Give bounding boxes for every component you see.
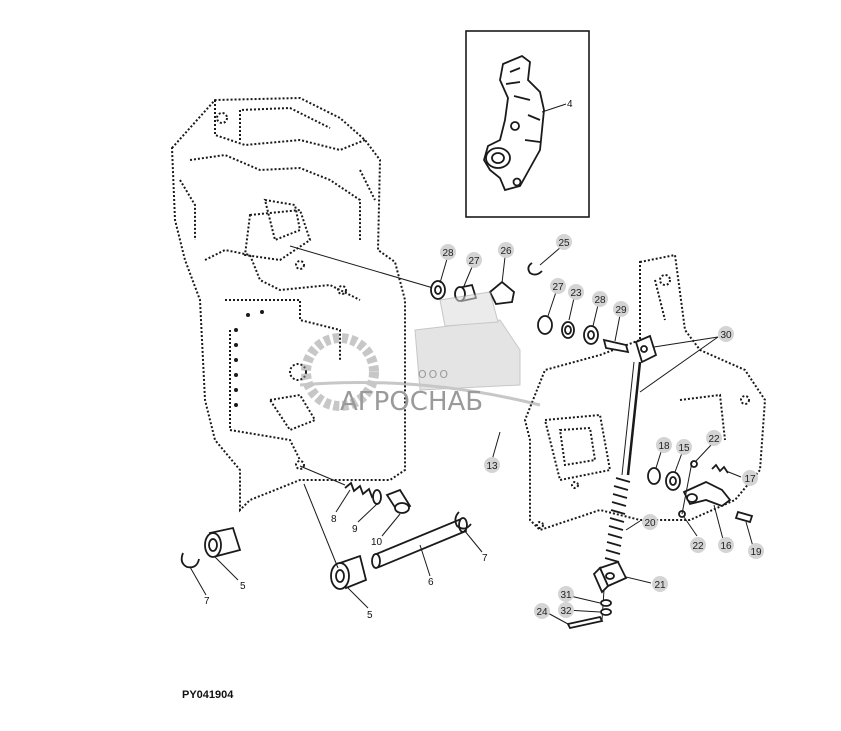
transmission-housing bbox=[170, 96, 406, 513]
callout-27a: 27 bbox=[466, 252, 482, 268]
svg-text:32: 32 bbox=[560, 606, 572, 617]
housing-to-shaft-line bbox=[303, 483, 339, 569]
svg-text:22: 22 bbox=[708, 434, 720, 445]
callout-28b: 28 bbox=[592, 291, 608, 307]
shaft-assembly bbox=[180, 481, 472, 590]
callout-20: 20 bbox=[642, 514, 658, 530]
label-10: 10 bbox=[371, 537, 383, 548]
callout-15: 15 bbox=[676, 439, 692, 455]
svg-text:26: 26 bbox=[500, 246, 512, 257]
label-4: 4 bbox=[567, 99, 573, 110]
svg-text:30: 30 bbox=[720, 330, 732, 341]
callout-25: 25 bbox=[556, 234, 572, 250]
figure-id: PY041904 bbox=[182, 689, 234, 701]
housing-to-spring-line bbox=[299, 465, 346, 486]
housing-axis-line bbox=[289, 245, 441, 291]
svg-text:22: 22 bbox=[692, 541, 704, 552]
callout-16: 16 bbox=[718, 537, 734, 553]
callout-17: 17 bbox=[742, 470, 758, 486]
leader-lines bbox=[189, 246, 755, 625]
label-8: 8 bbox=[331, 514, 337, 525]
svg-text:13: 13 bbox=[486, 461, 498, 472]
label-5b: 5 bbox=[367, 610, 373, 621]
callouts: 28 27 26 25 27 23 28 29 30 13 18 15 22 1… bbox=[440, 234, 764, 619]
svg-text:27: 27 bbox=[552, 282, 564, 293]
svg-text:25: 25 bbox=[558, 238, 570, 249]
watermark-prefix: ООО bbox=[418, 368, 450, 381]
callout-28a: 28 bbox=[440, 244, 456, 260]
svg-text:23: 23 bbox=[570, 288, 582, 299]
svg-text:16: 16 bbox=[720, 541, 732, 552]
callout-26: 26 bbox=[498, 242, 514, 258]
svg-text:24: 24 bbox=[536, 607, 548, 618]
svg-text:28: 28 bbox=[442, 248, 454, 259]
svg-text:15: 15 bbox=[678, 443, 690, 454]
callout-27b: 27 bbox=[550, 278, 566, 294]
svg-text:27: 27 bbox=[468, 256, 480, 267]
label-6: 6 bbox=[428, 577, 434, 588]
callout-22b: 22 bbox=[690, 537, 706, 553]
right-lever-parts bbox=[647, 460, 754, 524]
svg-text:18: 18 bbox=[658, 441, 670, 452]
watermark-logo bbox=[299, 291, 541, 411]
callout-32: 32 bbox=[558, 602, 574, 618]
svg-text:28: 28 bbox=[594, 295, 606, 306]
callout-23: 23 bbox=[568, 284, 584, 300]
callout-29: 29 bbox=[613, 301, 629, 317]
plain-labels: 4 5 5 6 7 7 8 9 10 bbox=[204, 99, 573, 621]
svg-text:29: 29 bbox=[615, 305, 627, 316]
svg-text:21: 21 bbox=[654, 580, 666, 591]
label-5a: 5 bbox=[240, 581, 246, 592]
callout-24: 24 bbox=[534, 603, 550, 619]
watermark-company: АГРОСНАБ bbox=[340, 387, 483, 417]
svg-text:17: 17 bbox=[744, 474, 756, 485]
callout-31: 31 bbox=[558, 586, 574, 602]
svg-text:19: 19 bbox=[750, 547, 762, 558]
label-7b: 7 bbox=[482, 553, 488, 564]
housing-bolt-holes bbox=[234, 310, 264, 407]
control-rod-assembly bbox=[566, 334, 658, 630]
callout-18: 18 bbox=[656, 437, 672, 453]
callout-22a: 22 bbox=[706, 430, 722, 446]
lever-part-4 bbox=[483, 54, 545, 192]
side-plate bbox=[523, 253, 767, 532]
svg-text:31: 31 bbox=[560, 590, 572, 601]
callout-30: 30 bbox=[718, 326, 734, 342]
leader-4 bbox=[541, 103, 567, 113]
label-9: 9 bbox=[352, 524, 358, 535]
callout-21: 21 bbox=[652, 576, 668, 592]
callout-13: 13 bbox=[484, 457, 500, 473]
label-7a: 7 bbox=[204, 596, 210, 607]
svg-text:20: 20 bbox=[644, 518, 656, 529]
callout-19: 19 bbox=[748, 543, 764, 559]
